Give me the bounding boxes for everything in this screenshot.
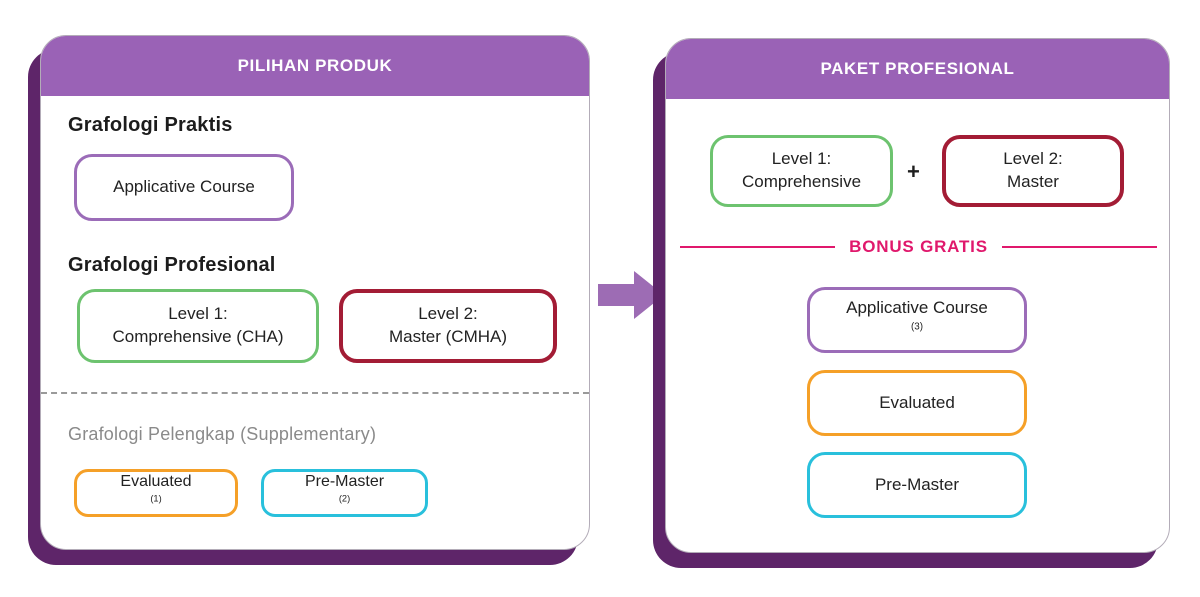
bonus-applicative-course-button[interactable]: Applicative Course(3): [807, 287, 1027, 353]
left-panel-header: PILIHAN PRODUK: [41, 36, 589, 96]
right-panel-header: PAKET PROFESIONAL: [666, 39, 1169, 99]
left-panel-title: PILIHAN PRODUK: [237, 56, 393, 75]
level2-master-cmha-button[interactable]: Level 2: Master (CMHA): [339, 289, 557, 363]
heading-grafologi-profesional: Grafologi Profesional: [68, 254, 276, 276]
evaluated-footnote: (1): [150, 493, 162, 504]
heading-grafologi-pelengkap: Grafologi Pelengkap (Supplementary): [68, 424, 377, 444]
flow-arrow-icon: [598, 271, 664, 319]
applicative-course-label: Applicative Course: [113, 177, 255, 197]
bundle-level2-button[interactable]: Level 2: Master: [942, 135, 1124, 207]
supplementary-divider: [41, 392, 589, 394]
pre-master-label: Pre-Master(2): [304, 473, 385, 504]
bonus-evaluated-button[interactable]: Evaluated: [807, 370, 1027, 436]
bonus-gratis-label: BONUS GRATIS: [849, 237, 988, 256]
bonus-pre-master-label: Pre-Master: [874, 474, 960, 494]
evaluated-button[interactable]: Evaluated(1): [74, 469, 238, 517]
bundle-level2-line2: Master: [1007, 172, 1059, 191]
bundle-level1-line2: Comprehensive: [741, 172, 862, 191]
heading-grafologi-praktis: Grafologi Praktis: [68, 114, 233, 136]
bundle-level2-line1: Level 2:: [1003, 149, 1063, 169]
level1-comprehensive-cha-button[interactable]: Level 1: Comprehensive (CHA): [77, 289, 319, 363]
bonus-gratis-separator: BONUS GRATIS: [680, 237, 1157, 257]
plus-sign: +: [907, 159, 920, 184]
pre-master-button[interactable]: Pre-Master(2): [261, 469, 428, 517]
level2-line1: Level 2:: [418, 304, 478, 324]
level1-line2: Comprehensive (CHA): [112, 327, 284, 346]
right-panel: PAKET PROFESIONAL Level 1: Comprehensive…: [665, 38, 1170, 553]
bonus-evaluated-label: Evaluated: [879, 392, 955, 412]
evaluated-label: Evaluated(1): [120, 473, 192, 504]
bonus-line-left: [680, 246, 836, 248]
bonus-line-right: [1001, 246, 1157, 248]
bundle-level1-line1: Level 1:: [771, 149, 832, 169]
applicative-course-button[interactable]: Applicative Course: [74, 154, 294, 221]
bonus-applicative-footnote: (3): [910, 321, 924, 333]
left-panel: PILIHAN PRODUK Grafologi Praktis Applica…: [40, 35, 590, 550]
bundle-level1-button[interactable]: Level 1: Comprehensive: [710, 135, 893, 207]
pre-master-footnote: (2): [338, 493, 351, 504]
right-panel-title: PAKET PROFESIONAL: [820, 59, 1015, 78]
bonus-applicative-label: Applicative Course(3): [846, 298, 988, 333]
bonus-pre-master-button[interactable]: Pre-Master: [807, 452, 1027, 518]
level1-line1: Level 1:: [168, 304, 228, 324]
level2-line2: Master (CMHA): [388, 327, 508, 346]
